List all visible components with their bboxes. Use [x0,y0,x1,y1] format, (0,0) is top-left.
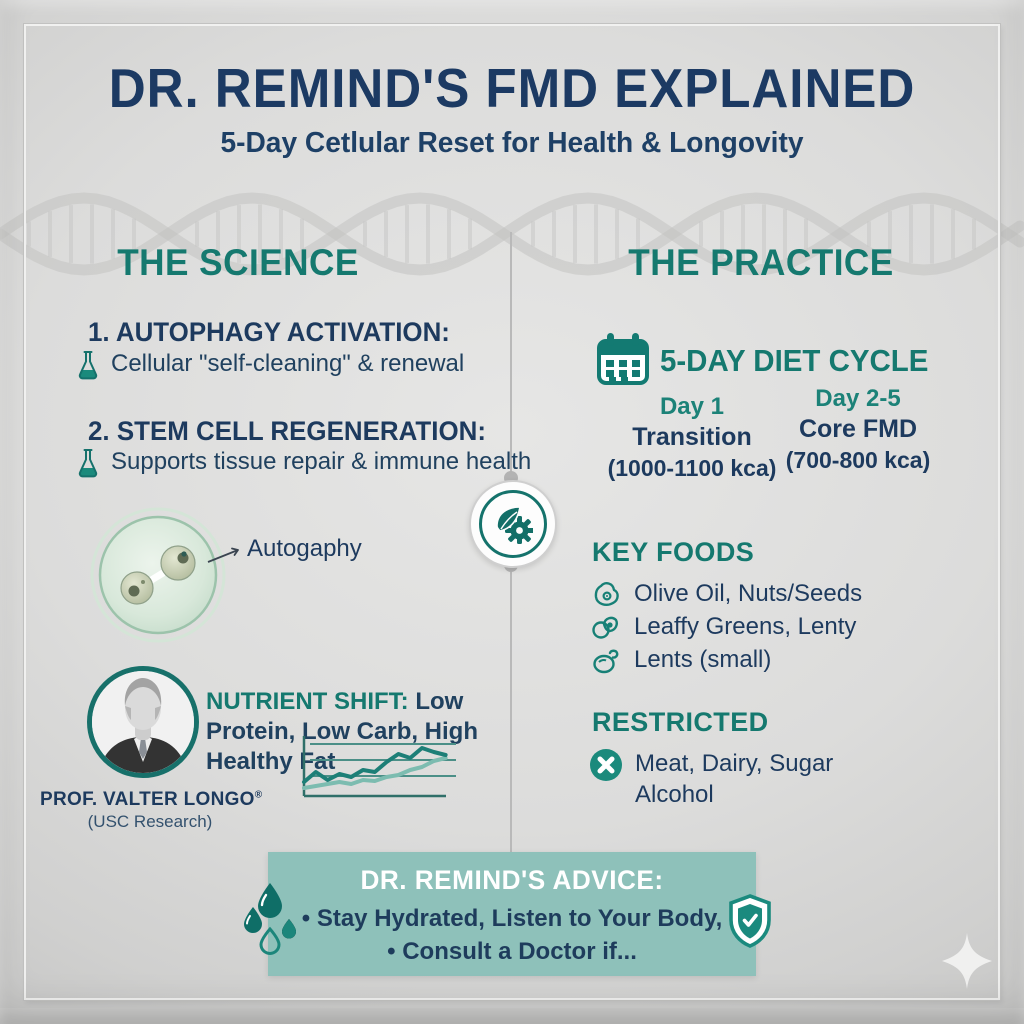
science-item-2-title: 2. STEM CELL REGENERATION: [88,416,486,446]
center-badge [469,480,557,568]
expert-name: PROF. VALTER LONGO® [40,789,263,811]
registered-mark: ® [254,789,263,801]
science-item-1-title: 1. AUTOPHAGY ACTIVATION: [88,317,450,347]
restricted-line-1: Meat, Dairy, Sugar [635,750,834,777]
nutrient-shift-desc: Low Protein, Low Carb, High Healthy Fat [206,688,479,775]
key-food-item: Olive Oil, Nuts/Seeds [590,578,862,610]
bean-icon [593,649,619,674]
expert-affiliation: (USC Research) [87,812,213,831]
nutrient-shift-label: NUTRIENT SHIFT: [206,688,409,715]
science-item-1: Cellular "self-cleaning" & renewal [76,350,464,380]
phase-1-calories: (1000-1100 kca) [607,455,777,481]
nutrient-shift-text: NUTRIENT SHIFT: Low Protein, Low Carb, H… [206,687,496,776]
restricted-heading: RESTRICTED [592,707,769,737]
avocado-icon [594,582,619,606]
flask-icon [78,351,98,380]
key-food-item: Lents (small) [590,644,771,676]
diet-cycle-heading: 5-DAY DIET CYCLE [660,343,929,378]
phase-day-2-5: Day 2-5 Core FMD (700-800 kca) [778,385,938,474]
page-subtitle: 5-Day Cetlular Reset for Health & Longov… [220,127,804,159]
key-food-text: Lents (small) [634,646,772,673]
sparkle-icon [942,933,992,989]
page-title: DR. REMIND'S FMD EXPLAINED [108,57,916,119]
phase-2-day: Day 2-5 [815,385,901,412]
practice-section-heading: THE PRACTICE [628,242,894,283]
key-foods-heading: KEY FOODS [592,537,755,567]
dna-helix-watermark-icon [0,192,1024,276]
phase-day-1: Day 1 Transition (1000-1100 kca) [602,393,782,482]
advice-line-2: • Consult a Doctor if... [387,938,637,965]
nutrient-trend-chart [302,736,456,798]
advice-heading: DR. REMIND'S ADVICE: [360,865,664,895]
phase-1-day: Day 1 [659,393,725,420]
advice-banner: DR. REMIND'S ADVICE: • Stay Hydrated, Li… [268,852,756,976]
science-item-2-desc: Supports tissue repair & immune health [111,448,532,475]
calendar-icon [597,333,649,385]
science-section-heading: THE SCIENCE [117,242,359,283]
cell-diagram-label: Autogaphy [247,535,362,562]
flask-icon [78,449,98,478]
phase-1-name: Transition [632,423,752,451]
phase-2-calories: (700-800 kca) [785,447,931,473]
badge-ring [479,490,547,558]
autophagy-cell-illustration [90,507,239,643]
leaf-gear-icon [496,506,533,544]
bottom-edge-shade [0,1008,1024,1024]
science-item-2: Supports tissue repair & immune health [76,448,531,478]
phase-2-name: Core FMD [798,415,918,443]
restricted-item: Meat, Dairy, Sugar Alcohol [589,748,833,810]
key-food-text: Leaffy Greens, Lenty [634,613,857,640]
header: DR. REMIND'S FMD EXPLAINED 5-Day Cetlula… [0,56,1024,160]
restricted-text: Meat, Dairy, Sugar Alcohol [635,748,833,810]
water-droplets-icon [244,883,296,955]
avocado-leaf-icon [592,616,618,639]
cross-circle-icon [590,749,622,781]
key-food-text: Olive Oil, Nuts/Seeds [634,580,863,607]
expert-portrait [87,666,199,778]
shield-check-icon [729,894,771,948]
science-item-1-desc: Cellular "self-cleaning" & renewal [111,350,465,377]
key-food-item: Leaffy Greens, Lenty [590,611,856,643]
advice-line-1: • Stay Hydrated, Listen to Your Body, [301,905,723,932]
expert-name-text: PROF. VALTER LONGO [40,789,255,810]
restricted-line-2: Alcohol [635,781,714,808]
